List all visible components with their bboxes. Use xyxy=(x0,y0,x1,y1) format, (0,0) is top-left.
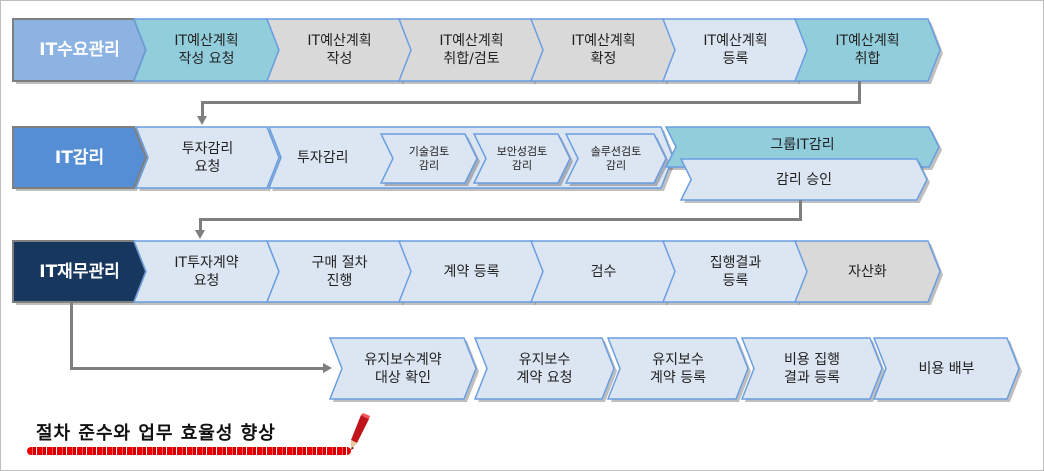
shape-background xyxy=(397,18,547,84)
substep-solution-review: 솔루션검토 감리 xyxy=(564,133,669,186)
row-label-audit: IT감리 xyxy=(12,126,149,191)
substep-security-review: 보안성검토 감리 xyxy=(472,133,573,186)
step-maintenance-register: 유지보수 계약 등록 xyxy=(606,337,751,402)
arrow-right-icon xyxy=(323,363,332,373)
footer-slogan: 절차 준수와 업무 효율성 향상 xyxy=(36,423,276,444)
step-text: IT예산계획 취합/검토 xyxy=(439,33,504,67)
shape-background xyxy=(12,240,149,305)
connector-line xyxy=(70,367,324,370)
shape-background xyxy=(397,240,547,305)
step-text: 유지보수 계약 등록 xyxy=(650,351,706,386)
step-budget-confirm: IT예산계획 확정 xyxy=(529,18,679,84)
step-text: 투자감리 요청 xyxy=(181,140,234,175)
step-text: 구매 절차 진행 xyxy=(311,254,368,289)
step-text: 기술검토 감리 xyxy=(408,144,450,172)
step-budget-register: IT예산계획 등록 xyxy=(661,18,811,84)
connector-line xyxy=(799,200,802,220)
step-contract-request: IT투자계약 요청 xyxy=(132,240,282,305)
shape-background xyxy=(793,240,943,305)
connector-line xyxy=(858,81,861,103)
step-text: IT예산계획 작성 xyxy=(307,33,372,67)
step-text: 자산화 xyxy=(848,263,887,280)
step-text: 집행결과 등록 xyxy=(709,254,762,289)
red-underline xyxy=(27,447,351,455)
step-budget-request: IT예산계획 작성 요청 xyxy=(132,18,282,84)
connector-line xyxy=(70,302,73,370)
step-purchase: 구매 절차 진행 xyxy=(265,240,415,305)
shape-background xyxy=(134,126,282,191)
shape-background xyxy=(132,18,282,84)
step-text: 비용 배부 xyxy=(918,360,975,377)
step-text: 솔루션검토 감리 xyxy=(590,144,642,172)
step-audit-request: 투자감리 요청 xyxy=(134,126,282,191)
shape-background xyxy=(793,18,943,84)
shape-background xyxy=(872,337,1022,402)
shape-background xyxy=(12,126,149,191)
connector-line xyxy=(199,218,802,221)
connector-line xyxy=(201,101,861,104)
row-label-text: IT수요관리 xyxy=(39,40,120,60)
step-budget-review: IT예산계획 취합/검토 xyxy=(397,18,547,84)
arrow-down-icon xyxy=(197,116,207,125)
step-budget-write: IT예산계획 작성 xyxy=(265,18,415,84)
shape-background xyxy=(12,18,149,84)
row-label-demand: IT수요관리 xyxy=(12,18,149,84)
substep-tech-review: 기술검토 감리 xyxy=(379,133,480,186)
shape-background xyxy=(328,337,479,402)
step-maintenance-target: 유지보수계약 대상 확인 xyxy=(328,337,479,402)
step-contract-register: 계약 등록 xyxy=(397,240,547,305)
step-text: 유지보수 계약 요청 xyxy=(516,351,573,386)
step-text: IT예산계획 취합 xyxy=(835,33,900,67)
step-text: 계약 등록 xyxy=(443,263,500,280)
step-text: IT예산계획 확정 xyxy=(571,33,636,67)
step-text: IT예산계획 작성 요청 xyxy=(174,33,239,67)
step-cost-allocation: 비용 배부 xyxy=(872,337,1022,402)
connector-line xyxy=(201,101,204,117)
red-pencil-icon xyxy=(351,413,370,450)
step-maintenance-request: 유지보수 계약 요청 xyxy=(473,337,617,402)
shape-background xyxy=(740,337,885,402)
shape-background xyxy=(661,240,811,305)
step-budget-aggregate: IT예산계획 취합 xyxy=(793,18,943,84)
step-text: 보안성검토 감리 xyxy=(496,144,548,172)
step-inspection: 검수 xyxy=(529,240,679,305)
step-audit-approval: 감리 승인 xyxy=(679,158,930,203)
shape-background xyxy=(265,240,415,305)
step-execution-register: 집행결과 등록 xyxy=(661,240,811,305)
step-text: 감리 승인 xyxy=(776,171,832,188)
arrow-down-icon xyxy=(195,230,205,239)
step-text: 그룹IT감리 xyxy=(770,137,835,153)
row-label-text: IT감리 xyxy=(54,147,105,168)
shape-background xyxy=(679,158,930,203)
step-text: IT투자계약 요청 xyxy=(174,254,239,289)
shape-background xyxy=(661,18,811,84)
shape-background xyxy=(564,133,669,186)
step-text: IT예산계획 등록 xyxy=(703,33,768,67)
shape-background xyxy=(379,133,480,186)
shape-background xyxy=(473,337,617,402)
step-capitalization: 자산화 xyxy=(793,240,943,305)
row-label-text: IT재무관리 xyxy=(39,261,120,282)
step-text: 비용 집행 결과 등록 xyxy=(784,351,840,386)
step-cost-result: 비용 집행 결과 등록 xyxy=(740,337,885,402)
step-text: 투자감리 xyxy=(297,149,349,166)
shape-background xyxy=(606,337,751,402)
connector-line xyxy=(199,218,202,231)
row-label-finance: IT재무관리 xyxy=(12,240,149,305)
shape-background xyxy=(472,133,573,186)
step-text: 검수 xyxy=(590,263,617,280)
shape-background xyxy=(529,18,679,84)
shape-background xyxy=(529,240,679,305)
step-text: 유지보수계약 대상 확인 xyxy=(364,351,442,386)
